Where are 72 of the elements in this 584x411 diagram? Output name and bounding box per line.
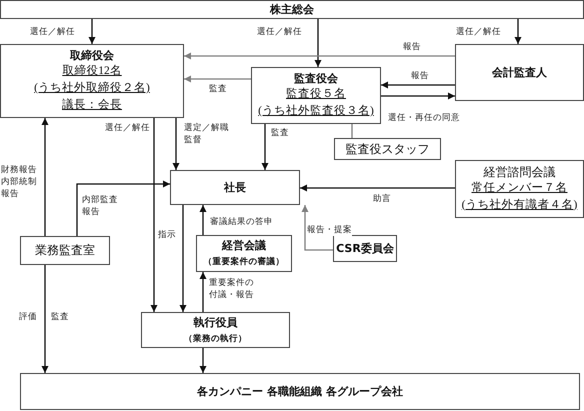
box-detail: (うち社外監査役３名): [258, 104, 374, 119]
box-detail: (うち社外有識者４名): [462, 198, 578, 212]
box-title: 各カンパニー 各職能組織 各グループ会社: [197, 384, 403, 399]
edge-label: 選定／解職監督: [184, 122, 229, 146]
officers-box: [141, 312, 290, 348]
box-title: 執行役員: [194, 314, 238, 330]
box-detail: 議長：会長: [62, 97, 122, 113]
box-title: 取締役会: [70, 48, 114, 63]
audit-office-box: [20, 236, 110, 265]
arrow: [200, 348, 206, 373]
edge-label: 指示: [158, 229, 176, 241]
arrow: [150, 118, 158, 312]
committee-box: [333, 235, 397, 262]
edge-label: 内部監査報告: [82, 194, 118, 218]
edge-label: 監査: [209, 83, 227, 95]
box-title: CSR委員会: [336, 241, 394, 256]
group-box: [20, 373, 580, 410]
shareholders-box: [0, 0, 584, 19]
arrow: [381, 82, 455, 88]
arrow: [200, 272, 206, 312]
arrow: [76, 180, 170, 236]
box-title: 会計監査人: [492, 65, 547, 80]
connector-line: [351, 124, 353, 138]
edge-label: 報告: [411, 70, 429, 82]
arrow: [300, 184, 455, 192]
box-title: 経営会議: [222, 238, 266, 253]
management-box: [196, 235, 292, 272]
advisory-box: [455, 160, 584, 218]
arrow: [381, 92, 455, 100]
arrow: [42, 265, 48, 373]
edge-label: 報告・提案: [307, 224, 352, 236]
edge-label: 報告: [403, 41, 421, 53]
arrow: [184, 76, 251, 82]
box-detail: 常任メンバー７名: [472, 180, 568, 196]
edge-label: 審議結果の答申: [210, 216, 273, 228]
staff-box: [334, 138, 441, 160]
note-label: 評価: [19, 311, 37, 323]
arrow: [302, 205, 333, 251]
board-box: [0, 44, 184, 118]
box-detail: 取締役12名: [62, 64, 122, 79]
box-detail: （重要案件の審議）: [204, 256, 284, 269]
edge-label: 監査: [51, 311, 69, 323]
box-title: 社長: [224, 180, 246, 195]
arrow: [172, 118, 180, 170]
box-title: 監査役会: [294, 71, 338, 86]
arrow: [180, 205, 186, 312]
edge-label: 選任／解任: [105, 122, 150, 134]
edge-label: 財務報告内部統制報告: [1, 164, 37, 200]
edge-label: 重要案件の付議・報告: [209, 277, 255, 301]
box-detail: 監査役５名: [286, 86, 346, 102]
president-box: [170, 170, 300, 205]
edge-label: 選任・再任の同意: [388, 112, 460, 124]
edge-label: 選任／解任: [30, 26, 75, 38]
accounting-auditor-box: [455, 44, 584, 101]
edge-label: 選任／解任: [257, 26, 302, 38]
box-detail: （業務の執行）: [184, 332, 247, 346]
box-title: 経営諮問会議: [484, 164, 556, 180]
box-detail: (うち社外取締役２名): [34, 80, 150, 96]
arrow: [514, 19, 522, 44]
arrow: [262, 124, 268, 170]
arrow: [200, 205, 206, 235]
auditors-box: [251, 67, 381, 124]
edge-label: 助言: [373, 193, 391, 205]
box-title: 監査役スタッフ: [346, 142, 430, 156]
arrow: [42, 118, 48, 236]
box-title: 株主総会: [270, 2, 314, 17]
edge-label: 監査: [271, 127, 289, 139]
arrow: [314, 19, 322, 67]
edge-label: 選任／解任: [456, 26, 501, 38]
box-title: 業務監査室: [35, 243, 95, 258]
arrow: [184, 52, 455, 60]
arrow: [88, 19, 96, 44]
